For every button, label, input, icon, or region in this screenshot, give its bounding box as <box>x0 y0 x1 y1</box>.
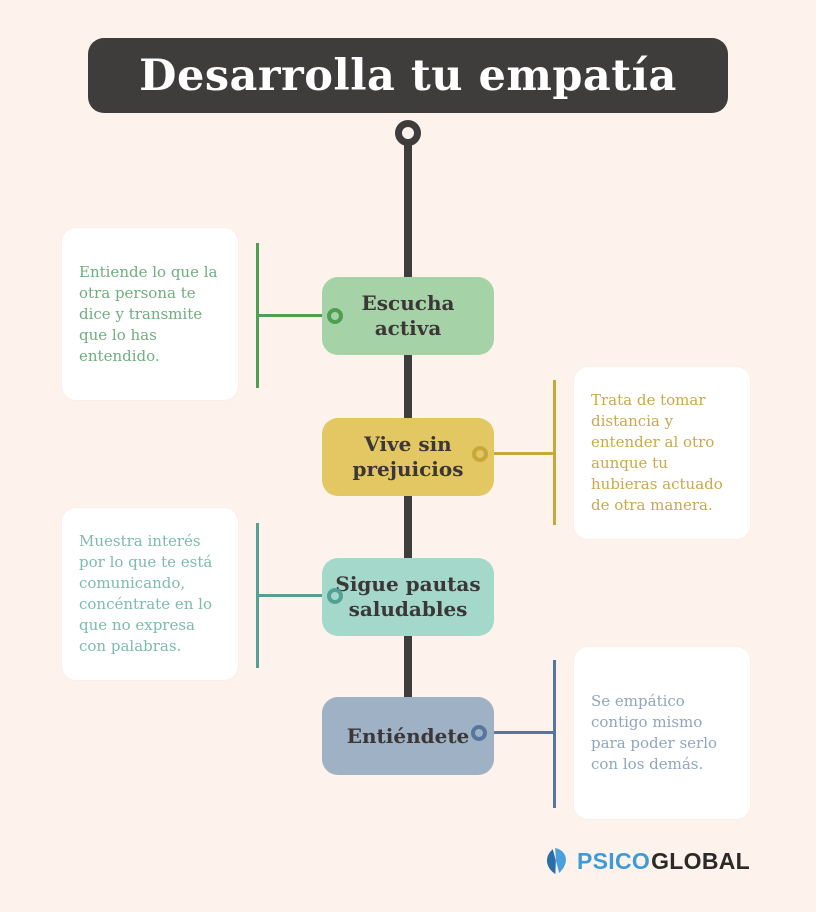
timeline-start-node-icon <box>395 120 421 146</box>
description-card-step-3: Muestra interés por lo que te está comun… <box>62 508 238 680</box>
step-box-entiendete: Entiéndete <box>322 697 494 775</box>
step-box-escucha-activa: Escucha activa <box>322 277 494 355</box>
description-text-step-2: Trata de tomar distancia y entender al o… <box>591 391 723 514</box>
connector-horizontal-line-step-2 <box>486 452 556 455</box>
step-label-vive-sin-prejuicios: Vive sin prejuicios <box>352 432 464 481</box>
page-title: Desarrolla tu empatía <box>139 50 677 101</box>
description-card-step-4: Se empático contigo mismo para poder ser… <box>574 647 750 819</box>
step-label-escucha-activa: Escucha activa <box>361 291 455 340</box>
brand-name-global: GLOBAL <box>651 847 750 874</box>
description-text-step-3: Muestra interés por lo que te está comun… <box>79 532 213 655</box>
step-box-vive-sin-prejuicios: Vive sin prejuicios <box>322 418 494 496</box>
connector-node-icon-step-2 <box>472 446 488 462</box>
step-label-entiendete: Entiéndete <box>346 723 470 748</box>
connector-horizontal-line-step-1 <box>256 314 330 317</box>
description-card-step-1: Entiende lo que la otra persona te dice … <box>62 228 238 400</box>
psicoglobal-leaf-icon <box>546 848 566 874</box>
description-text-step-4: Se empático contigo mismo para poder ser… <box>591 692 718 773</box>
connector-node-icon-step-3 <box>327 588 343 604</box>
step-label-sigue-pautas-saludables: Sigue pautas saludables <box>335 572 481 621</box>
description-text-step-1: Entiende lo que la otra persona te dice … <box>79 262 218 365</box>
connector-horizontal-line-step-3 <box>256 594 330 597</box>
title-banner: Desarrolla tu empatía <box>88 38 728 113</box>
description-card-step-2: Trata de tomar distancia y entender al o… <box>574 367 750 539</box>
connector-vertical-line-step-4 <box>553 660 556 808</box>
connector-node-icon-step-4 <box>471 725 487 741</box>
step-box-sigue-pautas-saludables: Sigue pautas saludables <box>322 558 494 636</box>
connector-horizontal-line-step-4 <box>486 731 556 734</box>
connector-node-icon-step-1 <box>327 308 343 324</box>
brand-name-psico: PSICO <box>577 847 651 874</box>
